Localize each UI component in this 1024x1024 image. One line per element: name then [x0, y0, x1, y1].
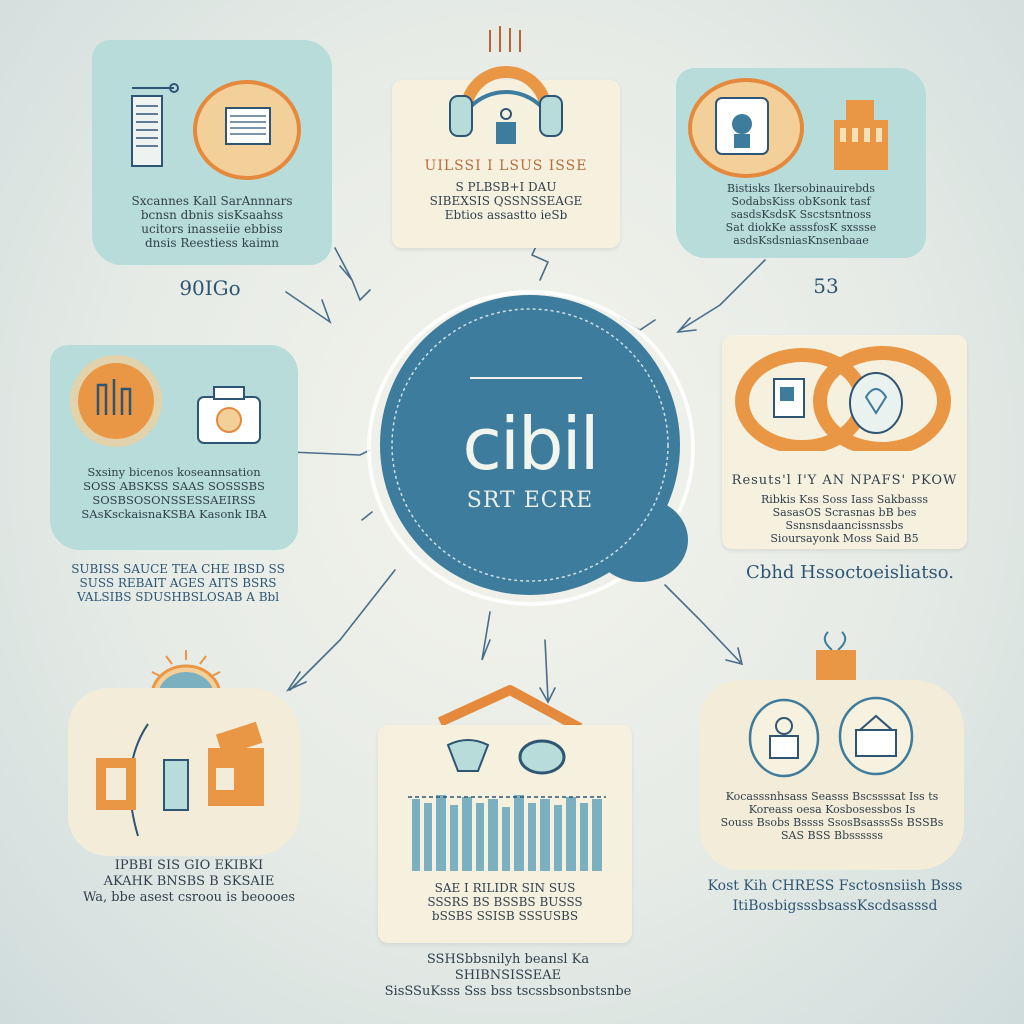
bank-lock-icon — [748, 696, 914, 778]
connector-mid-left-2 — [361, 511, 373, 521]
arrow-top-left — [334, 247, 371, 302]
card-top-right-text: Bistisks Ikersobinauirebds SodabsKiss ob… — [725, 182, 877, 247]
caption-mid-left: SUBISS SAUCE TEA CHE IBSD SS SUSS REBAIT… — [71, 562, 285, 604]
caption-bottom-center: SSHSbbsnilyh beansl Ka SHIBNSISSEAE SisS… — [384, 952, 632, 999]
card-mid-right-text: Ribkis Kss Soss Iass Sakbasss SasasOS Sc… — [760, 493, 929, 545]
center-title: cibil — [462, 402, 599, 486]
document-icon — [131, 80, 301, 180]
card-bottom-right-text: Kocasssnhsass Seasss Bscssssat Iss ts Ko… — [720, 790, 944, 842]
caption-top-right-tag: 53 — [813, 274, 839, 298]
house-icon — [96, 721, 264, 837]
arrow-bottom-left — [285, 569, 396, 692]
chart-icon — [70, 355, 261, 447]
caption-mid-right: Cbhd Hssoctoeisliatso. — [746, 562, 954, 583]
connector-bottom-center — [481, 611, 491, 661]
city-bars-icon — [408, 739, 606, 871]
arrow-top-left-2 — [285, 291, 332, 325]
card-top-center-text: S PLBSB+I DAU SIBEXSIS QSSNSSEAGE Ebtios… — [429, 180, 583, 222]
card-bottom-left-text: IPBBI SIS GIO EKIBKI AKAHK BNSBS B SKSAI… — [82, 858, 295, 905]
person-badge-icon — [449, 95, 563, 144]
center-subtitle: SRT ECRE — [466, 488, 594, 513]
card-bottom-right: Kocasssnhsass Seasss Bscssssat Iss ts Ko… — [700, 680, 964, 870]
card-top-center: UILSSI I LSUS ISSE S PLBSB+I DAU SIBEXSI… — [392, 26, 620, 248]
arrow-top-right — [676, 259, 766, 334]
card-bottom-center-text: SAE I RILIDR SIN SUS SSSRS BS BSSBS BUSS… — [427, 881, 583, 923]
camera-icon — [688, 78, 888, 178]
card-bottom-center: SAE I RILIDR SIN SUS SSSRS BS BSSBS BUSS… — [378, 725, 632, 943]
card-mid-left-text: Sxsiny bicenos koseannsation SOSS ABSKSS… — [81, 465, 267, 521]
headphones-icon — [460, 26, 552, 112]
card-top-center-title: UILSSI I LSUS ISSE — [424, 158, 588, 174]
card-top-right: Bistisks Ikersobinauirebds SodabsKiss ob… — [676, 68, 926, 258]
arrow-bottom-center — [539, 639, 556, 704]
card-mid-left: Sxsiny bicenos koseannsation SOSS ABSKSS… — [50, 345, 298, 550]
card-top-left-text: Sxcannes Kall SarAnnnars bcnsn dbnis sis… — [131, 194, 293, 250]
connector-mid-left — [289, 449, 371, 456]
card-mid-right: Resuts'l I'Y AN NPAFS' PKOW Ribkis Kss S… — [722, 335, 967, 549]
building-icon — [834, 100, 888, 170]
caption-bottom-right: Kost Kih CHRESS Fsctosnsiish Bsss ItiBos… — [707, 878, 963, 914]
ring-icon — [735, 346, 951, 451]
card-mid-right-title: Resuts'l I'Y AN NPAFS' PKOW — [731, 473, 958, 488]
card-top-left: Sxcannes Kall SarAnnnars bcnsn dbnis sis… — [92, 40, 332, 265]
arrow-bottom-right — [664, 584, 744, 666]
card-bottom-left — [68, 688, 300, 856]
monitor-icon — [225, 107, 271, 145]
camera-icon-2 — [197, 386, 261, 444]
caption-top-left-tag: 90IGo — [179, 276, 241, 300]
